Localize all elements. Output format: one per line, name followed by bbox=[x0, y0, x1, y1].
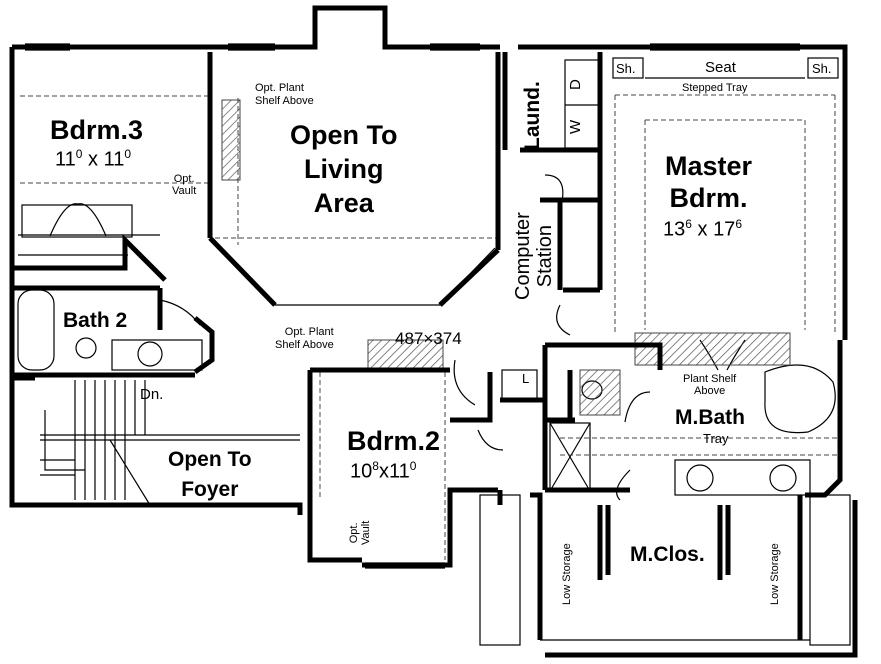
computer-station-label: Computer Station bbox=[512, 212, 556, 300]
low-storage-left-label: Low Storage bbox=[561, 543, 573, 605]
dryer-label: D bbox=[567, 79, 584, 90]
linen-closet-label: L bbox=[522, 371, 530, 386]
bdrm2-dimensions: 108x110 bbox=[350, 459, 417, 483]
bath2-label: Bath 2 bbox=[63, 309, 128, 332]
low-storage-right-label: Low Storage bbox=[769, 543, 781, 605]
plant-shelf-note-top: Opt. Plant Shelf Above bbox=[255, 82, 314, 107]
shelf-right-label: Sh. bbox=[812, 61, 832, 76]
stairs-down-label: Dn. bbox=[140, 386, 164, 403]
master-bedroom-dimensions: 136 x 176 bbox=[663, 217, 742, 241]
master-closet-label: M.Clos. bbox=[630, 543, 705, 566]
dashed-lines bbox=[20, 94, 840, 560]
laundry-label: Laund. bbox=[521, 81, 544, 150]
plant-shelf-note-mid: Opt. Plant Shelf Above bbox=[275, 326, 334, 351]
master-bath-label: M.Bath bbox=[675, 406, 745, 429]
vault-note-bdrm3: Opt. Vault bbox=[172, 173, 197, 197]
window-seat-label: Seat bbox=[705, 59, 736, 76]
bdrm3-dimensions: 110 x 110 bbox=[55, 147, 132, 171]
washer-label: W bbox=[567, 119, 584, 134]
master-bath-tray-label: Tray bbox=[703, 431, 729, 446]
plant-shelf-note-bath: Plant Shelf Above bbox=[683, 373, 737, 397]
open-to-foyer-label: Open To Foyer bbox=[168, 448, 252, 501]
thick-walls bbox=[9, 5, 858, 658]
open-to-living-label: Open To Living Area bbox=[290, 120, 398, 218]
vault-note-bdrm2: Opt. Vault bbox=[348, 520, 372, 545]
master-bedroom-label: Master Bdrm. bbox=[665, 151, 753, 213]
bdrm2-name: Bdrm.2 bbox=[347, 426, 441, 456]
stepped-tray-label: Stepped Tray bbox=[682, 82, 748, 94]
image-size-label: 487×374 bbox=[395, 329, 462, 348]
bdrm3-name: Bdrm.3 bbox=[50, 115, 144, 145]
shelf-left-label: Sh. bbox=[616, 61, 636, 76]
